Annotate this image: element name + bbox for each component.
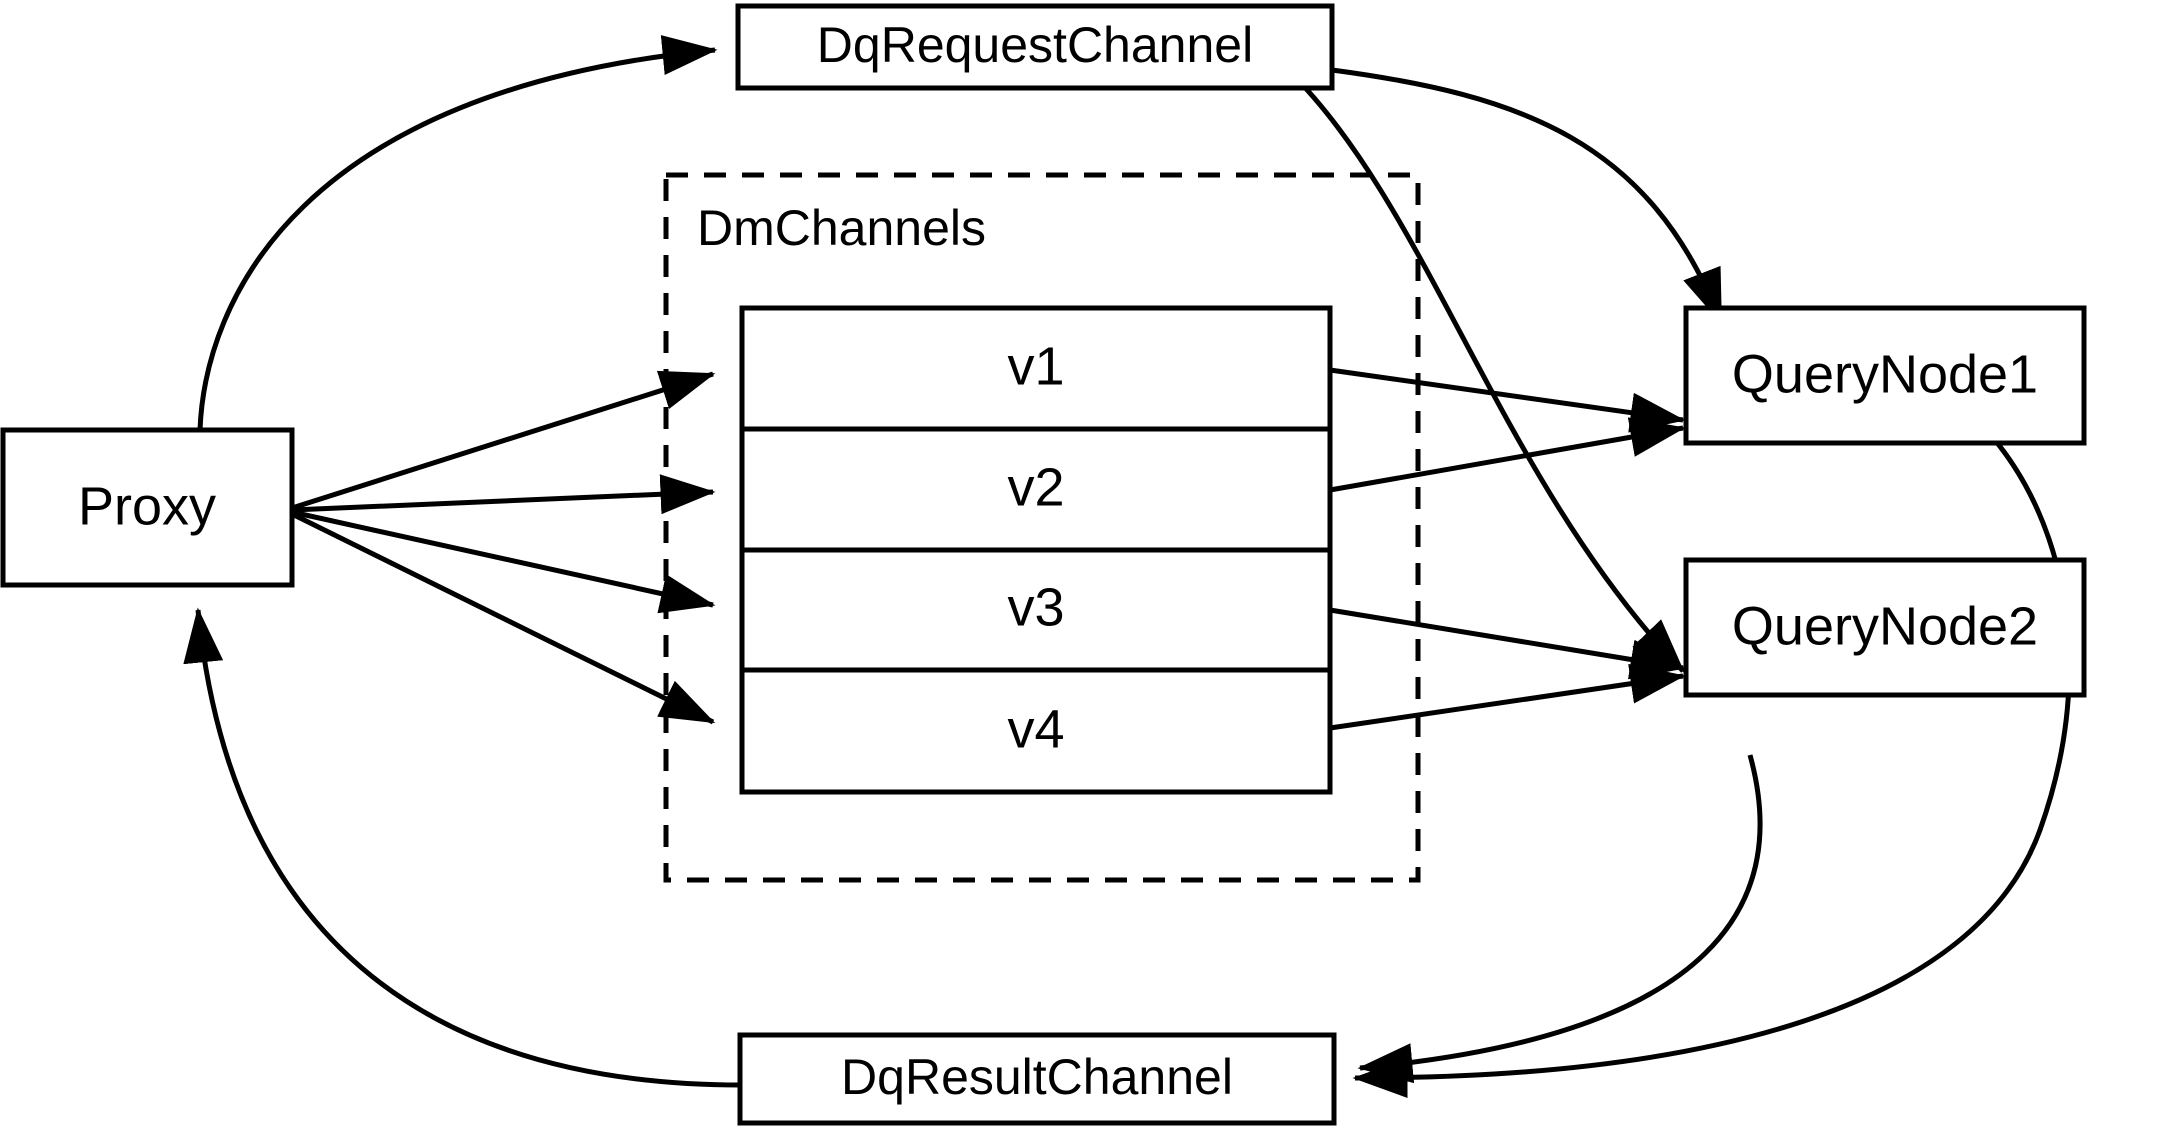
dm-channels-group: DmChannels	[663, 172, 1421, 883]
querynode1-label: QueryNode1	[1732, 344, 2038, 404]
querynode2-label: QueryNode2	[1732, 596, 2038, 656]
node-querynode1[interactable]: QueryNode1	[1683, 305, 2087, 446]
channel-row-v1-label: v1	[1007, 336, 1064, 396]
querynode1-box[interactable]	[1683, 305, 2087, 446]
proxy-box[interactable]	[0, 427, 295, 588]
node-dqresultchannel[interactable]: DqResultChannel	[737, 1032, 1337, 1126]
channel-row-v2-label: v2	[1007, 457, 1064, 517]
dqrequestchannel-label: DqRequestChannel	[817, 17, 1253, 73]
edge-proxy-to-v4	[290, 511, 716, 725]
dqrequestchannel-box[interactable]	[735, 3, 1335, 91]
channel-row-v3-label: v3	[1007, 577, 1064, 637]
edge-querynode1-to-dqresultchannel	[1352, 357, 2072, 1098]
edge-proxy-to-v1	[291, 370, 716, 511]
edge-querynode2-to-dqresultchannel	[1357, 754, 1763, 1084]
node-dqrequestchannel[interactable]: DqRequestChannel	[735, 3, 1335, 91]
edge-dqrequestchannel-to-querynode1	[1331, 67, 1724, 325]
edge-proxy-to-dqrequestchannel	[197, 35, 718, 431]
edge-dqresultchannel-to-proxy	[183, 607, 743, 1088]
dqresultchannel-box[interactable]	[737, 1032, 1337, 1126]
channel-row-v4-label: v4	[1007, 699, 1064, 759]
querynode2-box[interactable]	[1683, 557, 2087, 698]
edge-v3-to-querynode2	[1329, 607, 1686, 680]
edge-proxy-to-v3	[291, 509, 716, 614]
edge-v1-to-querynode1	[1329, 367, 1686, 433]
node-querynode2[interactable]: QueryNode2	[1683, 557, 2087, 698]
edge-v4-to-querynode2	[1329, 663, 1686, 731]
dm-channel-table: v1 v2 v3 v4	[739, 305, 1333, 795]
edge-dqrequestchannel-to-querynode2	[1288, 70, 1685, 673]
dqresultchannel-label: DqResultChannel	[841, 1049, 1233, 1105]
dm-channels-group-border	[663, 172, 1421, 883]
node-proxy[interactable]: Proxy	[0, 427, 295, 588]
dm-channels-group-label: DmChannels	[697, 200, 986, 256]
proxy-label: Proxy	[78, 476, 216, 536]
edge-proxy-to-v2	[291, 474, 716, 515]
edge-v2-to-querynode1	[1329, 417, 1686, 493]
